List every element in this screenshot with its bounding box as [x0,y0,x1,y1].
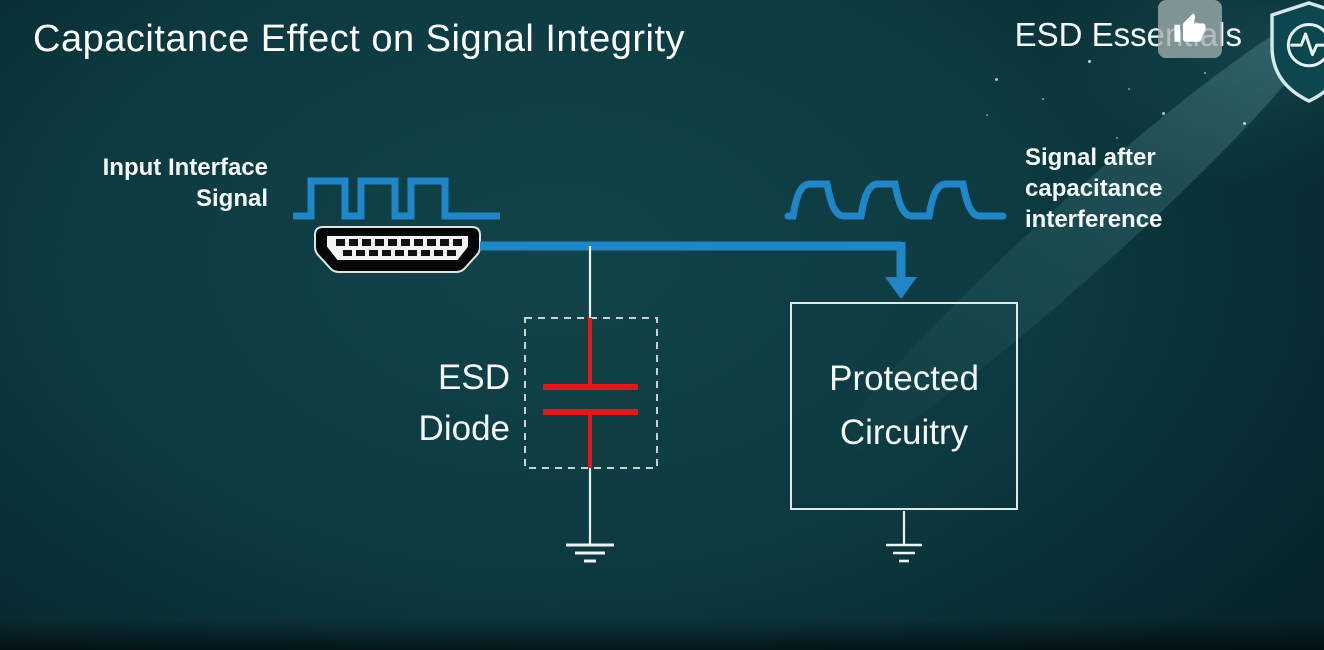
protected-circuitry-line1: Protected [829,359,979,398]
signal-arrowhead [885,277,917,299]
sparkle-dot [1162,112,1165,115]
page-title: Capacitance Effect on Signal Integrity [33,18,686,60]
sparkle-dot [1042,98,1044,100]
capacitor-symbol [543,318,638,468]
protected-circuitry-line2: Circuitry [839,413,969,452]
sparkle-dot [986,114,988,116]
esd-diode-label: ESD Diode [330,352,510,454]
thumbs-up-icon [1158,0,1222,58]
distorted-signal-waveform [784,180,1007,220]
input-signal-label-line2: Signal [195,185,268,212]
sparkle-dot [1243,122,1246,125]
sparkle-dot [1128,88,1130,90]
thumbs-up-glyph [1174,13,1206,42]
output-signal-label: Signal after capacitance interference [1025,142,1162,235]
sparkle-dot [1088,60,1091,63]
ground-symbol-left [566,543,614,563]
output-signal-label-line2: capacitance [1025,175,1163,202]
sparkle-dot [995,78,998,81]
clean-signal-waveform [293,177,500,220]
output-signal-label-line3: interference [1025,206,1163,233]
sparkle-dot [1204,72,1206,74]
sparkle-dot [1116,137,1118,139]
output-signal-label-line1: Signal after [1025,144,1156,171]
esd-diode-label-line1: ESD [438,358,510,397]
hdmi-connector-icon [314,226,481,273]
protected-circuitry-box: Protected Circuitry [790,302,1018,510]
ground-symbol-right [886,543,922,563]
esd-diode-label-line2: Diode [418,409,510,448]
input-signal-label-line1: Input Interface [102,154,268,181]
input-signal-label: Input Interface Signal [40,152,268,214]
shield-heartbeat-icon [1266,0,1324,104]
shield-glyph [1270,1,1324,103]
